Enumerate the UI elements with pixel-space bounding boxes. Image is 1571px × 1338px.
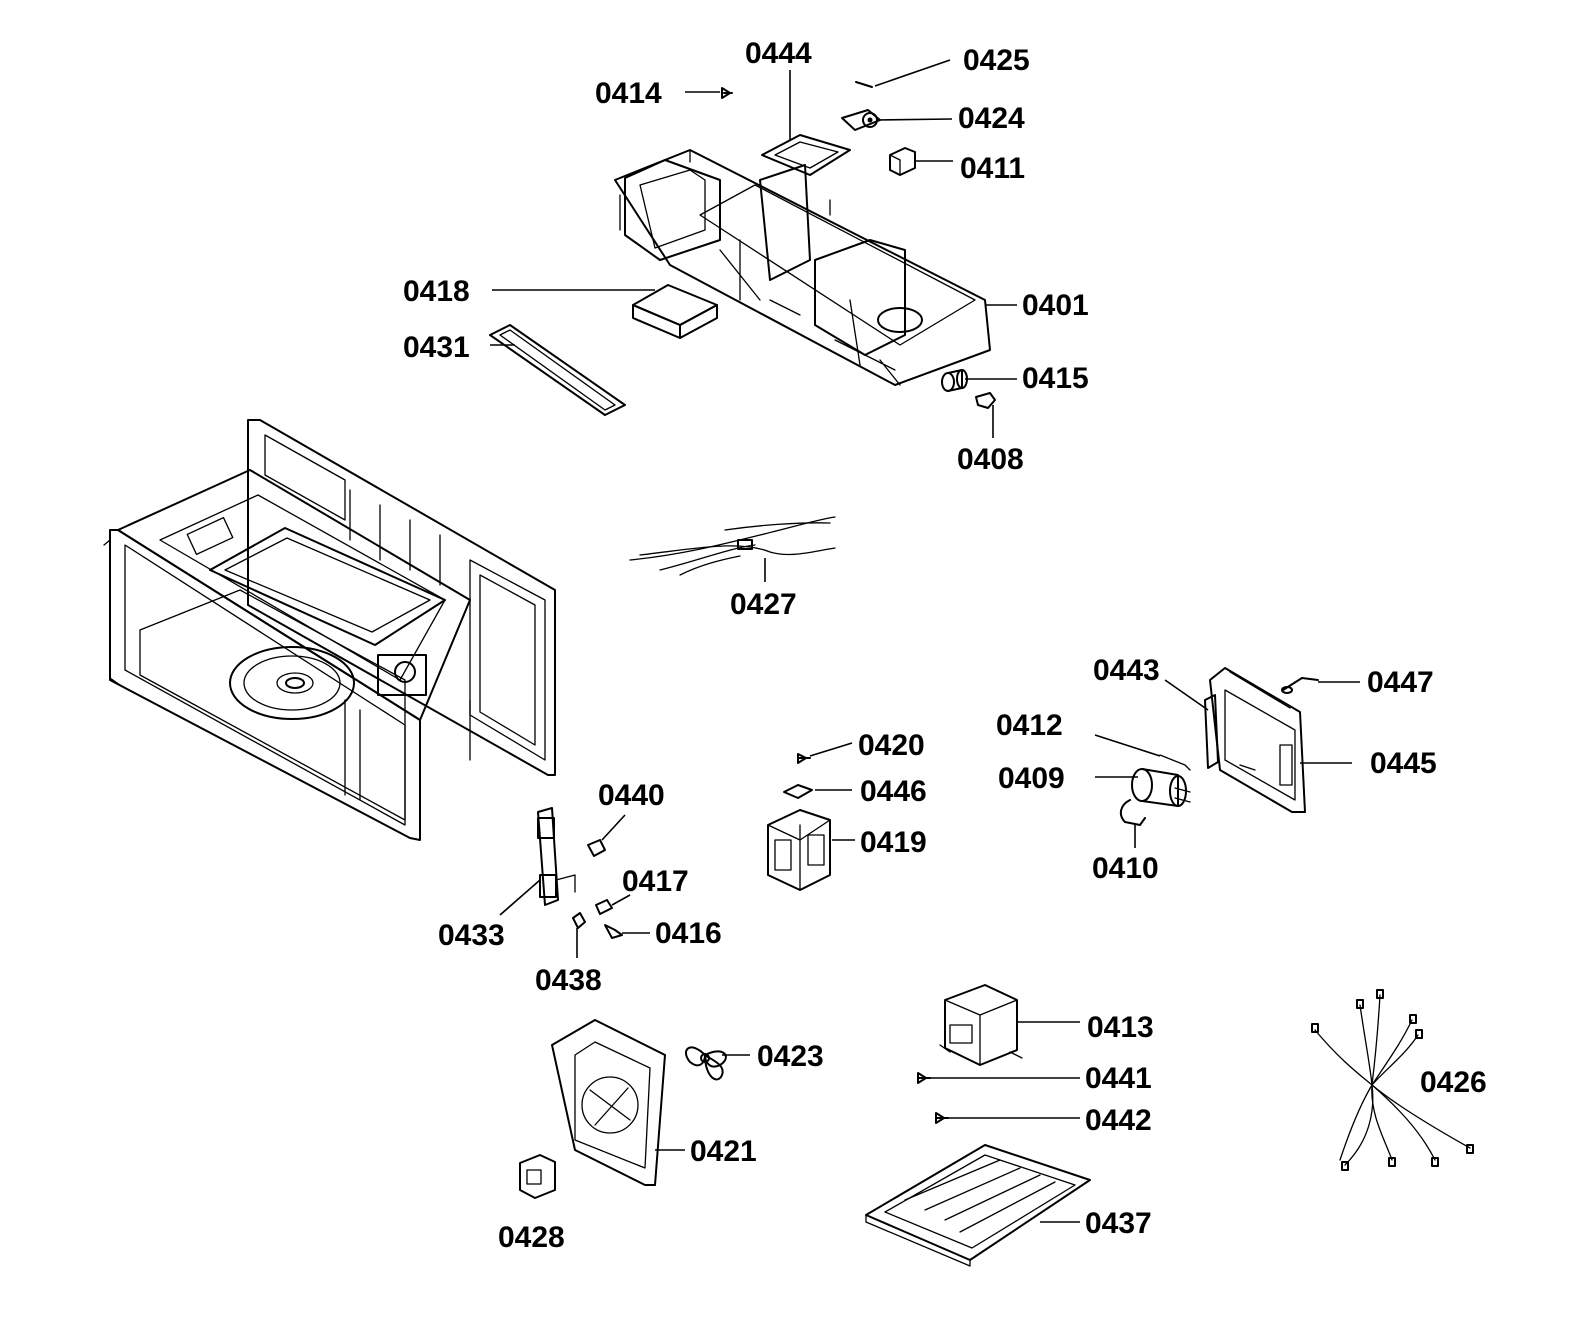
- switch-2-drawing: [595, 899, 613, 915]
- bracket-drawing: [1119, 799, 1146, 826]
- label-0445: 0445: [1370, 747, 1437, 780]
- leader-0443: [1164, 679, 1209, 711]
- label-0444: 0444: [745, 37, 812, 70]
- label-0426: 0426: [1420, 1066, 1487, 1099]
- label-0417: 0417: [622, 865, 689, 898]
- base-plate-drawing: [865, 1144, 1091, 1267]
- label-0423: 0423: [757, 1040, 824, 1073]
- wire-bundle-drawing: [1311, 989, 1474, 1171]
- label-0415: 0415: [1022, 362, 1089, 395]
- leader-0425: [874, 59, 951, 87]
- small-wire-drawing: [1159, 754, 1191, 771]
- pin-drawing: [604, 924, 623, 939]
- label-0431: 0431: [403, 331, 470, 364]
- label-0420: 0420: [858, 729, 925, 762]
- label-0428: 0428: [498, 1221, 565, 1254]
- label-0437: 0437: [1085, 1207, 1152, 1240]
- small-box-drawing: [519, 1154, 556, 1199]
- label-0424: 0424: [958, 102, 1025, 135]
- frame-drawing: [489, 324, 626, 416]
- label-0408: 0408: [957, 443, 1024, 476]
- screw-4-drawing: [935, 1112, 949, 1124]
- small-clip-drawing: [975, 392, 996, 409]
- control-board-drawing: [761, 134, 851, 176]
- latch-bar-drawing: [537, 807, 576, 906]
- label-0412: 0412: [996, 709, 1063, 742]
- label-0433: 0433: [438, 919, 505, 952]
- label-0438: 0438: [535, 964, 602, 997]
- label-0443: 0443: [1093, 654, 1160, 687]
- screw-2-drawing: [797, 753, 811, 764]
- label-0446: 0446: [860, 775, 927, 808]
- rod-drawing: [855, 81, 873, 88]
- label-0414: 0414: [595, 77, 662, 110]
- label-0413: 0413: [1087, 1011, 1154, 1044]
- capacitor-drawing: [1131, 768, 1191, 807]
- label-0441: 0441: [1085, 1062, 1152, 1095]
- label-0411: 0411: [960, 152, 1025, 185]
- leader-0420: [809, 742, 853, 757]
- plate-drawing: [783, 784, 813, 799]
- label-0427: 0427: [730, 588, 797, 621]
- transformer-box-drawing: [939, 984, 1023, 1066]
- rear-panel-drawing: [1209, 667, 1306, 813]
- fan-duct-drawing: [551, 1019, 666, 1186]
- label-0447: 0447: [1367, 666, 1434, 699]
- top-chassis-drawing: [614, 149, 991, 386]
- fan-blade-drawing: [685, 1046, 727, 1081]
- leader-0424: [875, 118, 953, 121]
- screw-drawing: [721, 87, 733, 99]
- label-0421: 0421: [690, 1135, 757, 1168]
- label-0440: 0440: [598, 779, 665, 812]
- switch-drawing: [587, 839, 606, 857]
- leader-0440: [601, 814, 626, 841]
- leader-0417: [611, 894, 631, 906]
- wire-harness-drawing: [629, 516, 836, 576]
- leader-0412: [1094, 734, 1161, 757]
- label-0425: 0425: [963, 44, 1030, 77]
- motor-drawing: [841, 109, 881, 131]
- label-0442: 0442: [1085, 1104, 1152, 1137]
- label-0418: 0418: [403, 275, 470, 308]
- label-0409: 0409: [998, 762, 1065, 795]
- label-0416: 0416: [655, 917, 722, 950]
- cylinder-drawing: [941, 369, 968, 392]
- strip-drawing: [1204, 694, 1219, 769]
- label-0401: 0401: [1022, 289, 1089, 322]
- screw-3-drawing: [917, 1072, 931, 1084]
- label-0410: 0410: [1092, 852, 1159, 885]
- handle-drawing: [1281, 677, 1319, 694]
- leader-0433: [499, 879, 541, 916]
- label-0419: 0419: [860, 826, 927, 859]
- transformer-drawing: [767, 809, 831, 891]
- relay-drawing: [889, 147, 916, 176]
- actuator-drawing: [572, 912, 586, 929]
- block-drawing: [632, 284, 718, 339]
- oven-cavity-drawing: [103, 419, 556, 841]
